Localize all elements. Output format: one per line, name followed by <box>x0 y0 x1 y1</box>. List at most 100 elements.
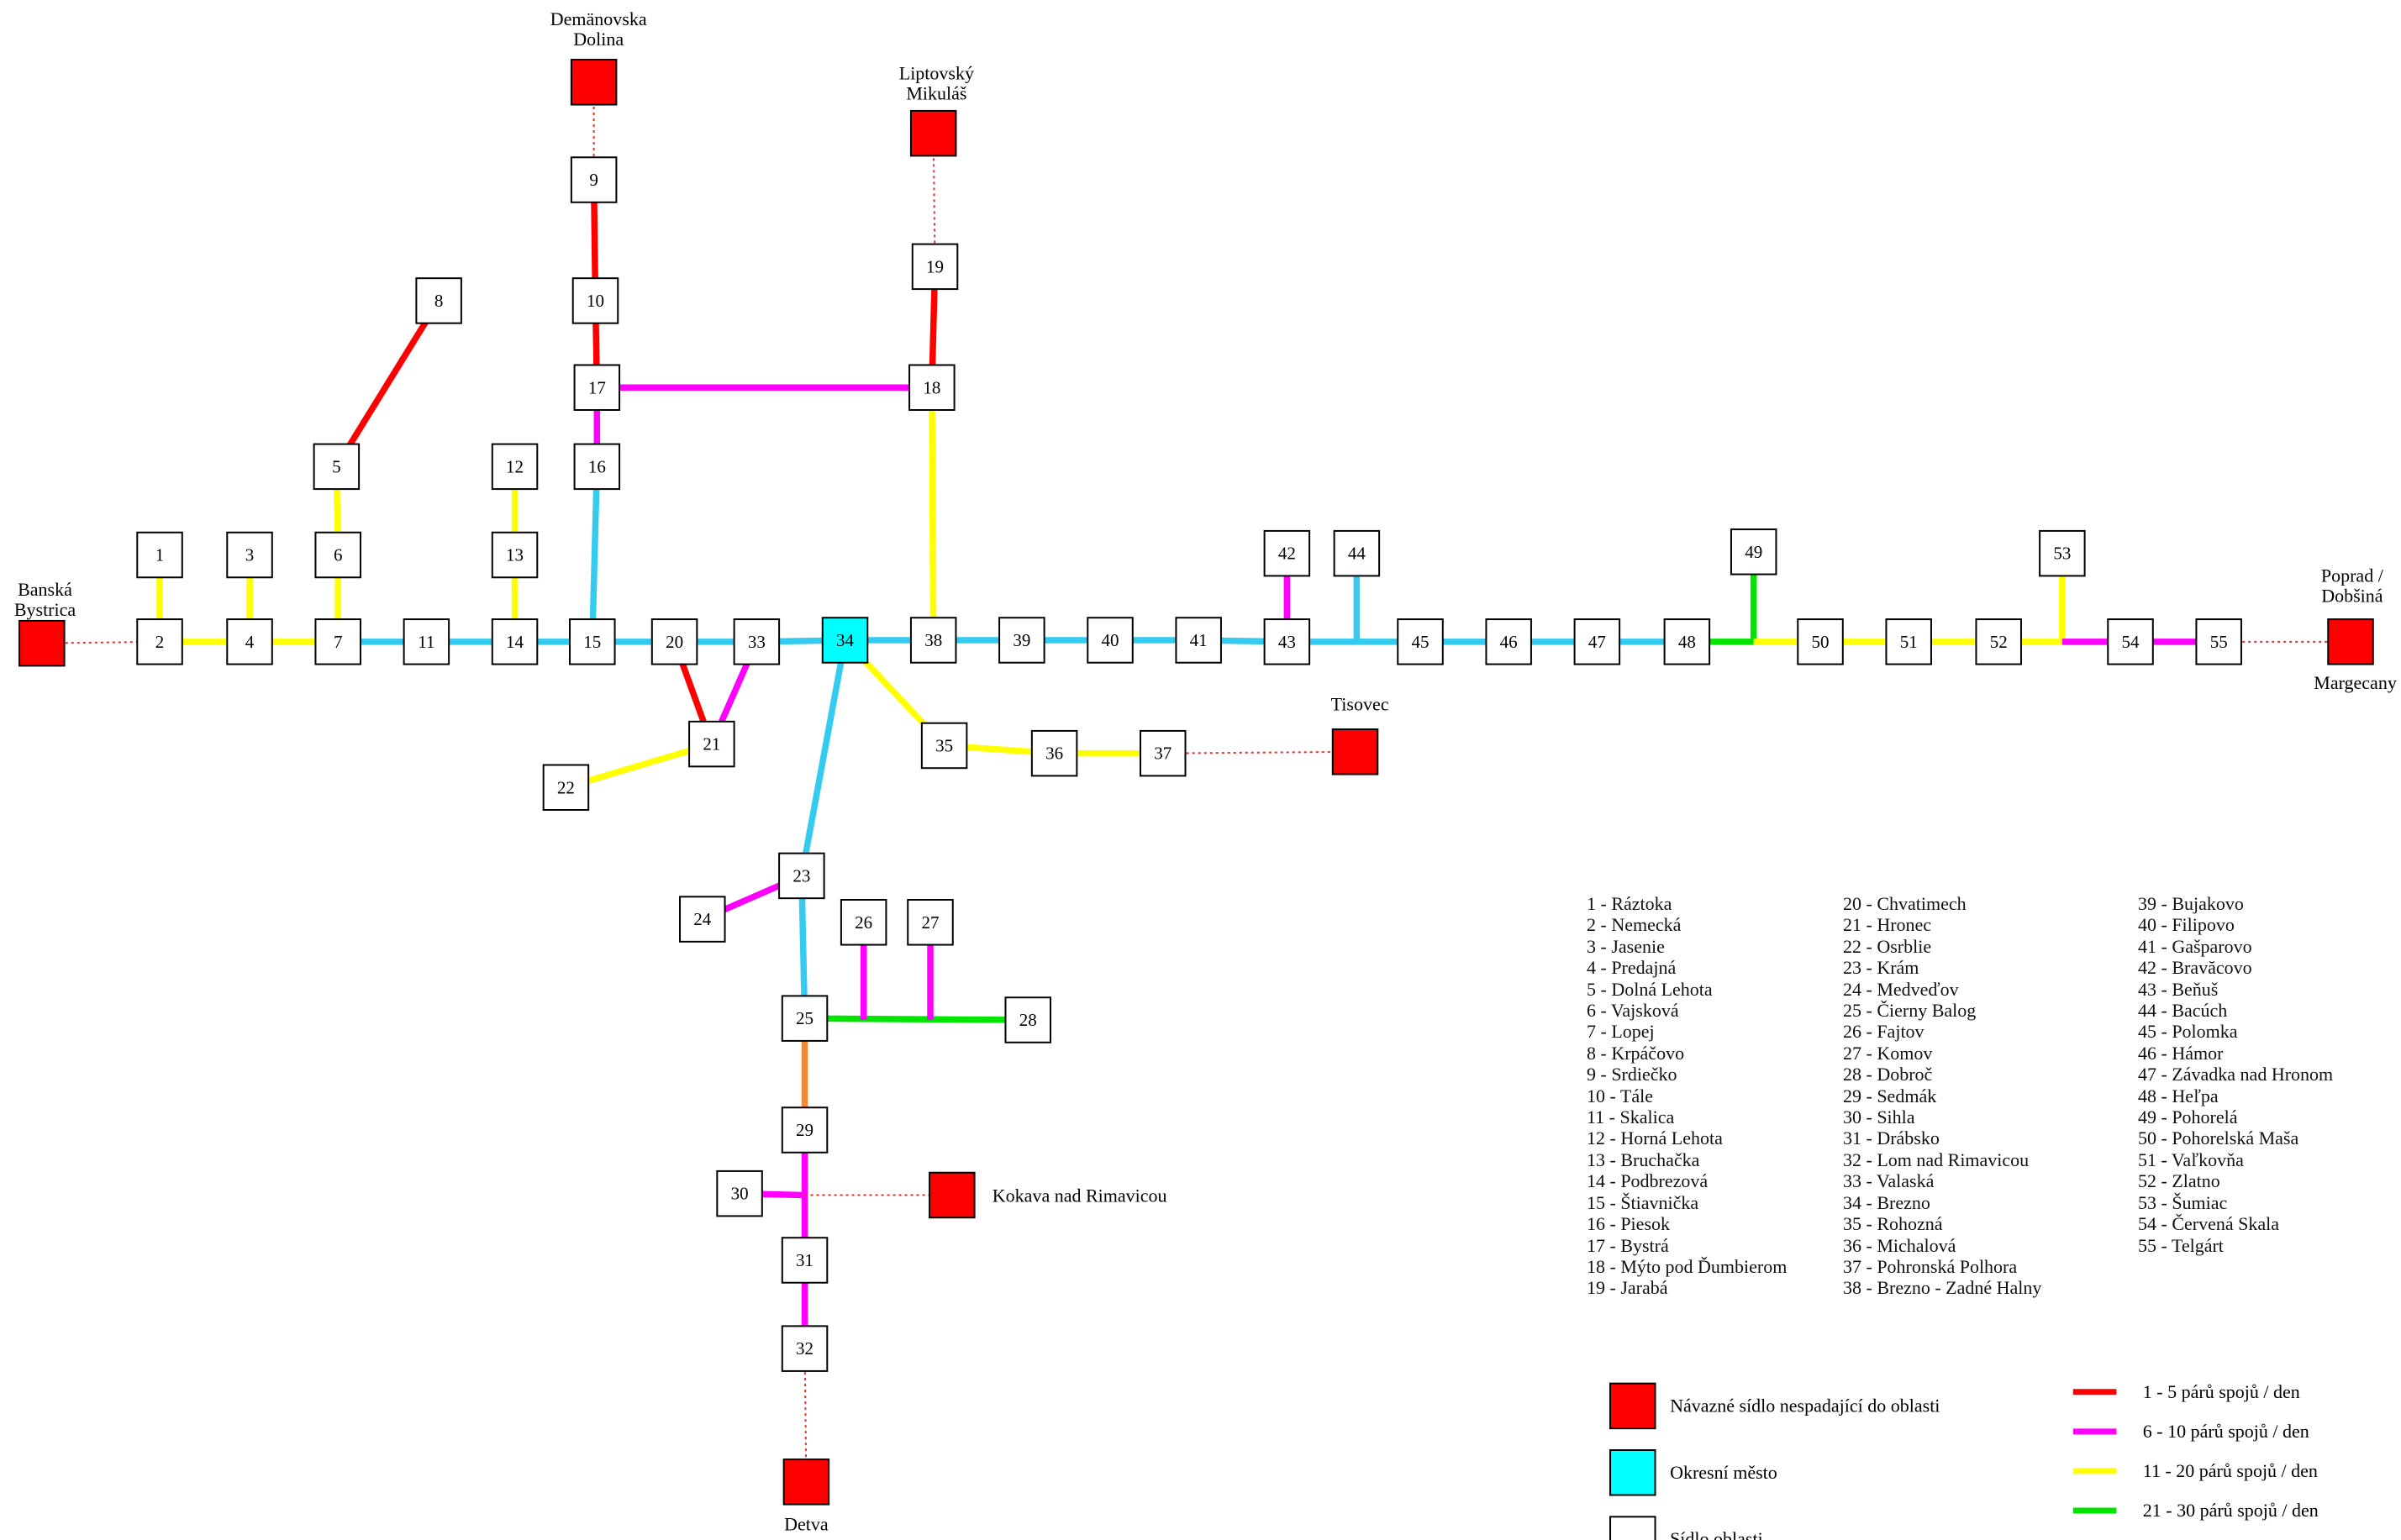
key-item: 18 - Mýto pod Ďumbierom <box>1587 1255 1788 1277</box>
node-box <box>2039 529 2086 577</box>
node-number: 50 <box>1812 632 1830 652</box>
node-55: 55 <box>2195 618 2242 665</box>
external-node-DE <box>782 1459 830 1506</box>
node-box <box>733 618 781 665</box>
node-number: 18 <box>923 377 940 397</box>
legend-symbol-label: Okresní město <box>1670 1462 1777 1483</box>
node-12: 12 <box>491 443 539 491</box>
key-item: 52 - Zlatno <box>2138 1170 2220 1192</box>
key-item: 6 - Vajsková <box>1587 1000 1679 1022</box>
key-item: 17 - Bystrá <box>1587 1234 1669 1256</box>
node-number: 16 <box>588 456 606 476</box>
node-box <box>1263 529 1311 577</box>
node-47: 47 <box>1573 618 1621 665</box>
node-1: 1 <box>136 531 183 579</box>
legend-line-label: 11 - 20 párů spojů / den <box>2143 1460 2318 1481</box>
node-box <box>781 1325 829 1372</box>
node-box <box>840 899 887 946</box>
node-number: 21 <box>703 734 720 754</box>
bus-link-34-23 <box>798 639 849 877</box>
node-box <box>781 1106 829 1154</box>
node-33: 33 <box>733 618 781 665</box>
node-number: 43 <box>1278 632 1296 652</box>
node-28: 28 <box>1004 996 1051 1043</box>
key-item: 41 - Gašparovo <box>2138 935 2252 957</box>
node-box <box>1331 728 1379 775</box>
external-node-TI <box>1331 728 1379 775</box>
key-item: 33 - Valaská <box>1843 1170 1935 1192</box>
node-11: 11 <box>403 618 450 665</box>
node-23: 23 <box>778 852 825 900</box>
legend-symbol-settlement: Sídlo oblasti <box>1609 1516 1763 1540</box>
key-item: 46 - Hámor <box>2138 1042 2224 1064</box>
node-box <box>929 1171 976 1219</box>
key-item: 26 - Fajtov <box>1843 1021 1924 1043</box>
node-32: 32 <box>781 1325 829 1372</box>
place-label-ti: Tisovec <box>1331 694 1389 715</box>
node-number: 29 <box>796 1120 813 1140</box>
key-item: 16 - Piesok <box>1587 1213 1670 1235</box>
legend-line-label: 6 - 10 párů spojů / den <box>2143 1421 2309 1442</box>
node-number: 37 <box>1154 744 1172 764</box>
connection-link-32-DE <box>803 1348 808 1482</box>
node-number: 31 <box>796 1250 813 1270</box>
external-node-PD <box>2327 618 2374 665</box>
node-box <box>2107 618 2154 665</box>
node-box <box>1730 528 1777 576</box>
node-box <box>821 617 869 664</box>
key-item: 47 - Závadka nad Hronom <box>2138 1064 2334 1085</box>
node-box <box>1139 729 1187 777</box>
node-box <box>909 617 957 664</box>
node-number: 23 <box>792 865 810 886</box>
legend-line-label: 1 - 5 párů spojů / den <box>2143 1381 2300 1402</box>
node-box <box>679 896 726 943</box>
node-45: 45 <box>1397 618 1444 665</box>
key-item: 42 - Bravăcovo <box>2138 957 2252 979</box>
key-item: 8 - Krpáčovo <box>1587 1042 1685 1064</box>
node-box <box>1030 729 1078 777</box>
node-37: 37 <box>1139 729 1187 777</box>
node-number: 36 <box>1045 744 1063 764</box>
node-number: 4 <box>245 632 255 652</box>
bus-link-25-28 <box>804 1015 1029 1023</box>
key-item: 50 - Pohorelská Maša <box>2138 1127 2299 1149</box>
key-item: 9 - Srdiečko <box>1587 1064 1677 1085</box>
node-number: 39 <box>1013 630 1030 650</box>
key-item: 55 - Telgárt <box>2138 1234 2224 1256</box>
node-box <box>570 156 618 203</box>
bus-link-5-8 <box>334 298 442 469</box>
node-box <box>909 109 957 157</box>
node-number: 13 <box>506 545 524 565</box>
key-item: 32 - Lom nad Rimavicou <box>1843 1148 2030 1170</box>
node-box <box>781 995 829 1042</box>
external-node-BB <box>18 619 66 667</box>
key-item: 20 - Chvatimech <box>1843 893 1967 914</box>
key-item: 14 - Podbrezová <box>1587 1170 1709 1192</box>
key-item: 54 - Červená Skala <box>2138 1213 2279 1235</box>
node-number: 51 <box>1900 632 1918 652</box>
node-number: 55 <box>2210 632 2228 652</box>
node-51: 51 <box>1885 618 1932 665</box>
connection-link-37-TI <box>1162 750 1356 754</box>
node-20: 20 <box>650 618 698 665</box>
node-box <box>911 243 959 291</box>
node-box <box>650 618 698 665</box>
key-item: 22 - Osrblie <box>1843 935 1932 957</box>
node-box <box>1663 618 1711 665</box>
key-item: 10 - Tále <box>1587 1085 1654 1106</box>
node-43: 43 <box>1263 618 1311 665</box>
place-label-kr: Kokava nad Rimavicou <box>993 1185 1167 1206</box>
legend-line-11-20: 11 - 20 párů spojů / den <box>2072 1460 2318 1481</box>
node-box <box>571 277 619 324</box>
key-item: 21 - Hronec <box>1843 914 1932 936</box>
key-item: 23 - Krám <box>1843 957 1919 979</box>
external-node-KR <box>929 1171 976 1219</box>
node-50: 50 <box>1797 618 1844 665</box>
legend-line-6-10: 6 - 10 párů spojů / den <box>2072 1421 2309 1442</box>
key-item: 45 - Polomka <box>2138 1021 2238 1043</box>
bus-link-18-38 <box>929 387 937 641</box>
node-39: 39 <box>998 617 1045 664</box>
node-42: 42 <box>1263 529 1311 577</box>
